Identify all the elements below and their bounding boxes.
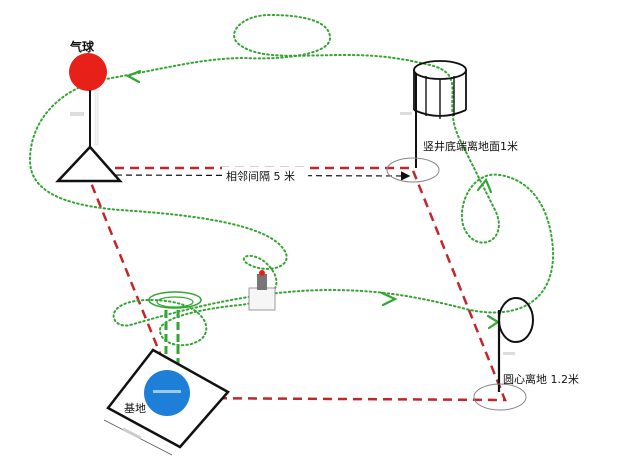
base-disc-tag — [153, 390, 181, 393]
takeoff-ring-icon — [148, 291, 202, 309]
spacing-dimension: 相邻间隔 5 米 — [93, 167, 411, 183]
arrow-up-right — [476, 177, 493, 194]
flight-path — [28, 13, 555, 347]
vertical-well: 竖井底端离地面1米 — [386, 60, 518, 183]
spacing-arrow-line — [93, 170, 411, 181]
well-body-icon — [413, 70, 467, 110]
circle-center-label: 圆心离地 1.2米 — [503, 372, 579, 386]
well-pole-tag — [400, 112, 412, 115]
flight-path-line — [28, 13, 555, 347]
well-base-circle — [386, 157, 440, 183]
base-dimension-tag — [122, 427, 142, 440]
base-station: 基地 — [103, 348, 230, 456]
hoop-base-circle — [473, 383, 527, 411]
well-top-icon — [413, 60, 467, 80]
arrow-into-hoop — [486, 314, 501, 330]
takeoff-ring-inner — [156, 296, 194, 308]
well-bottom-label: 竖井底端离地面1米 — [423, 139, 518, 153]
camera-body-icon — [257, 274, 267, 290]
balloon-label: 气球 — [69, 39, 95, 54]
balloon-icon — [69, 53, 107, 91]
camera-light-icon — [259, 270, 265, 276]
camera-station — [248, 270, 276, 311]
hoop-pole-tag — [503, 352, 515, 355]
hoop-icon — [498, 297, 534, 343]
spacing-label-bg — [222, 167, 308, 183]
base-label: 基地 — [124, 402, 146, 415]
well-ribs — [425, 76, 455, 119]
triangle-icon — [55, 145, 123, 183]
hoop-station: 圆心离地 1.2米 — [473, 297, 579, 411]
arrow-left-top — [125, 69, 142, 84]
pole-text-decoration — [70, 89, 99, 146]
arrow-right-mid — [380, 291, 398, 307]
start-marker: 气球 — [55, 39, 123, 183]
camera-box-icon — [248, 287, 276, 311]
spacing-label: 相邻间隔 5 米 — [226, 170, 295, 183]
